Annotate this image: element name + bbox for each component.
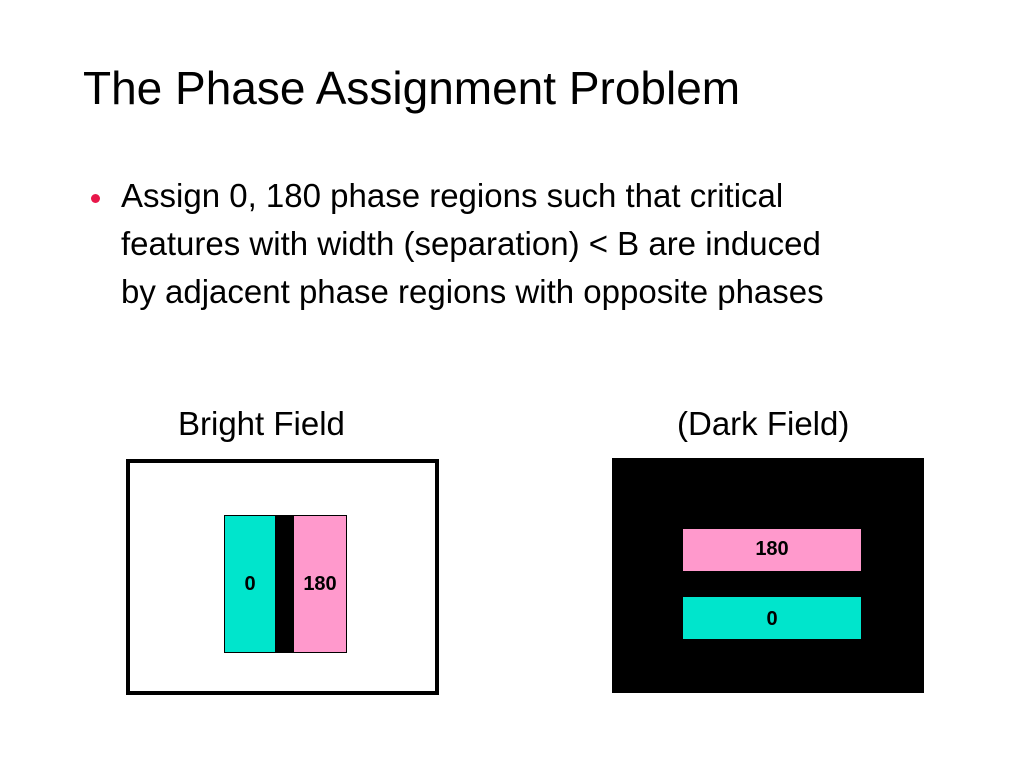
bullet-line: features with width (separation) < B are… [121, 225, 821, 262]
bullet-dot-icon [91, 194, 100, 203]
dark-field-diagram: 180 0 [612, 458, 924, 693]
bullet-line: Assign 0, 180 phase regions such that cr… [121, 177, 784, 214]
bullet-text: Assign 0, 180 phase regions such that cr… [121, 172, 1001, 316]
bullet-line: by adjacent phase regions with opposite … [121, 273, 824, 310]
dark-field-region-180: 180 [683, 529, 861, 571]
bright-field-critical-feature [275, 515, 293, 653]
slide-title: The Phase Assignment Problem [83, 62, 741, 114]
bright-field-region-0: 0 [224, 515, 276, 653]
dark-field-region-0: 0 [683, 597, 861, 639]
bright-field-caption: Bright Field [178, 405, 345, 442]
bright-field-region-180: 180 [293, 515, 347, 653]
dark-field-caption: (Dark Field) [677, 405, 850, 442]
bright-field-diagram: 0 180 [126, 459, 439, 695]
